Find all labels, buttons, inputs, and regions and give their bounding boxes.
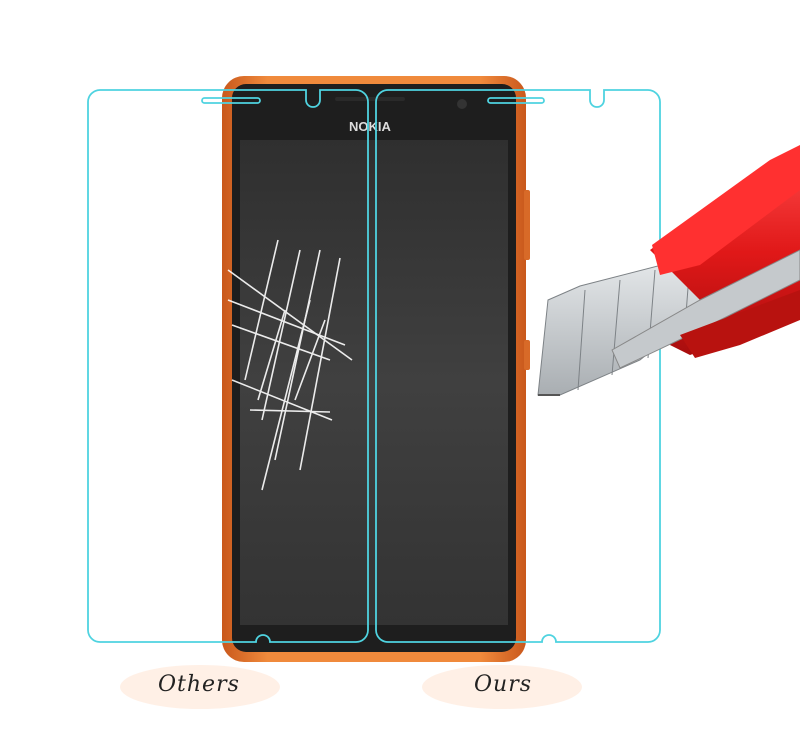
utility-knife-icon bbox=[537, 145, 800, 396]
protector-right bbox=[375, 89, 661, 643]
phone-screen bbox=[240, 140, 508, 625]
side-button bbox=[524, 190, 530, 260]
knife-handle-top bbox=[652, 145, 800, 275]
caption-others: Others bbox=[158, 672, 240, 697]
brand-logo: NOKIA bbox=[349, 119, 392, 134]
speaker-slot bbox=[335, 97, 405, 101]
phone: NOKIA bbox=[222, 76, 530, 662]
scratch-marks-icon bbox=[227, 239, 353, 491]
caption-ours: Ours bbox=[474, 672, 533, 697]
knife-handle-bottom bbox=[680, 290, 800, 358]
side-button-2 bbox=[524, 340, 530, 370]
knife-metal-rail bbox=[611, 249, 800, 369]
protector-left bbox=[87, 89, 369, 643]
front-camera-icon bbox=[457, 99, 467, 109]
